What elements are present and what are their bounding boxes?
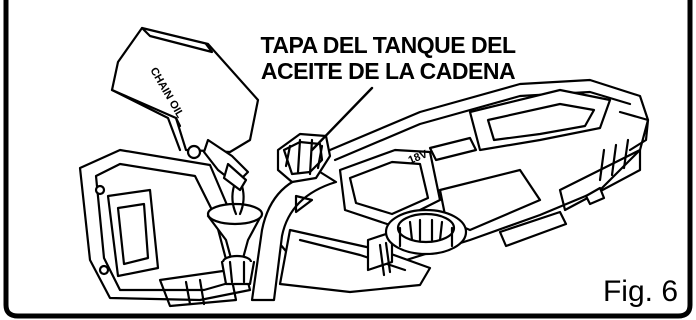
callout-leader-line [310, 86, 374, 152]
oil-stream [231, 184, 245, 216]
front-handle [250, 170, 338, 302]
callout-line-1: TAPA DEL TANQUE DEL [260, 32, 517, 58]
oil-fill-port [384, 208, 468, 256]
chain-oil-bottle [110, 26, 260, 192]
figure-border [3, 0, 693, 319]
callout-line-2: ACEITE DE LA CADENA [260, 58, 516, 84]
figure-label: Fig. 6 [598, 275, 682, 309]
callout-label: TAPA DEL TANQUE DEL ACEITE DE LA CADENA [236, 32, 540, 84]
chainsaw-body [268, 78, 650, 294]
funnel [206, 202, 264, 286]
